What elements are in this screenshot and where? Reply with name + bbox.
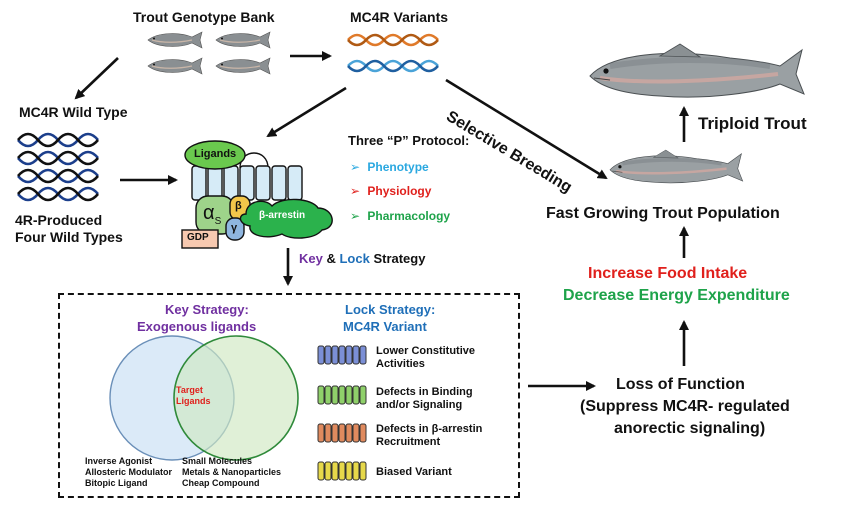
gdp-label: GDP (187, 232, 209, 243)
key-strategy-title: Key Strategy: (165, 302, 249, 317)
dna-helix-icon (347, 33, 439, 73)
protocol-item-pharmacology: ➢ Pharmacology (350, 209, 451, 223)
four-types-line1: 4R-Produced (15, 212, 103, 228)
left-item-1: Allosteric Modulator (85, 467, 173, 477)
alpha-subunit-label: αS (203, 202, 222, 227)
beta-subunit-label: β (235, 200, 242, 212)
dna-helix-icon (16, 132, 100, 202)
arrow-selective-breeding (445, 78, 608, 180)
suppress-mc4r-label: (Suppress MC4R- regulated (580, 398, 790, 415)
protocol-item-physiology: ➢ Physiology (350, 184, 432, 198)
fast-growing-population-label: Fast Growing Trout Population (546, 205, 780, 222)
ligands-label: Ligands (194, 148, 237, 160)
left-item-0: Inverse Agonist (85, 456, 153, 466)
venn-diagram-icon (109, 335, 299, 461)
arrestin-label: β-arrestin (259, 210, 306, 221)
gamma-subunit-label: γ (231, 222, 238, 234)
key-lock-strategy-label: Key & Lock Strategy (299, 251, 426, 266)
target-ligands-line2: Ligands (176, 396, 211, 406)
arrow-bank-to-wildtype (74, 57, 119, 100)
lock-strategy-subtitle: MC4R Variant (343, 319, 427, 334)
wild-type-title: MC4R Wild Type (19, 104, 128, 120)
lock-strategy-title: Lock Strategy: (345, 302, 436, 317)
variants-title: MC4R Variants (350, 9, 449, 25)
decrease-energy-label: Decrease Energy Expenditure (563, 287, 790, 304)
key-strategy-subtitle: Exogenous ligands (137, 319, 257, 334)
protocol-item-phenotype: ➢ Phenotype (350, 160, 429, 174)
variant-0-line2: Activities (376, 358, 425, 370)
four-types-line2: Four Wild Types (15, 229, 123, 245)
variant-1-line1: Defects in Binding (376, 386, 473, 398)
right-item-1: Metals & Nanoparticles (182, 467, 282, 477)
variant-3-line1: Biased Variant (376, 466, 452, 478)
strategy-box (58, 293, 520, 498)
variant-0-line1: Lower Constitutive (376, 345, 476, 357)
triploid-trout-label: Triploid Trout (698, 114, 807, 133)
gpcr-receptor-icon (181, 140, 333, 249)
variant-2-line2: Recruitment (376, 436, 441, 448)
increase-food-intake-label: Increase Food Intake (588, 265, 748, 282)
arrow-variants-to-receptor (266, 86, 347, 138)
trout-fish-icon (147, 31, 271, 75)
variant-1-line2: and/or Signaling (376, 399, 463, 411)
right-item-2: Cheap Compound (182, 478, 260, 488)
loss-of-function-label: Loss of Function (616, 376, 745, 393)
target-ligands-line1: Target (176, 385, 203, 395)
anorectic-signaling-label: anorectic signaling) (614, 420, 766, 437)
genotype-bank-title: Trout Genotype Bank (133, 9, 275, 25)
right-item-0: Small Molecules (182, 456, 253, 466)
flow-arrows (74, 51, 689, 391)
protocol-title: Three “P” Protocol: (348, 133, 470, 148)
variant-2-line1: Defects in β-arrestin (376, 423, 483, 435)
variant-receptor-icons (317, 345, 367, 481)
left-item-2: Bitopic Ligand (85, 478, 148, 488)
